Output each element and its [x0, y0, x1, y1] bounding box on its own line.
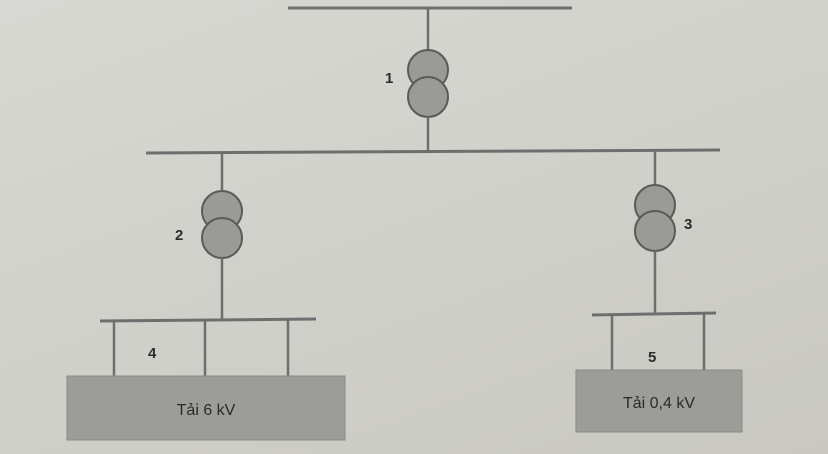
load-04kv-label: Tải 0,4 kV: [623, 395, 695, 412]
load-6kv-box: [66, 375, 346, 441]
transformer-1-label: 1: [385, 70, 393, 87]
bus-5-line: [591, 311, 717, 317]
bus-4-line: [99, 317, 317, 323]
transformer-3-label: 3: [684, 216, 692, 233]
bus-5-label: 5: [648, 349, 656, 366]
middle-busbar: [145, 148, 721, 155]
bus-4-label: 4: [148, 345, 157, 362]
transformer-2-label: 2: [175, 227, 183, 244]
load-04kv-box: [575, 369, 743, 433]
load-6kv-label: Tải 6 kV: [177, 402, 236, 419]
transformer-3-symbol: [634, 184, 676, 252]
transformer-1-symbol: [407, 49, 449, 118]
transformer-2-symbol: [201, 190, 243, 259]
